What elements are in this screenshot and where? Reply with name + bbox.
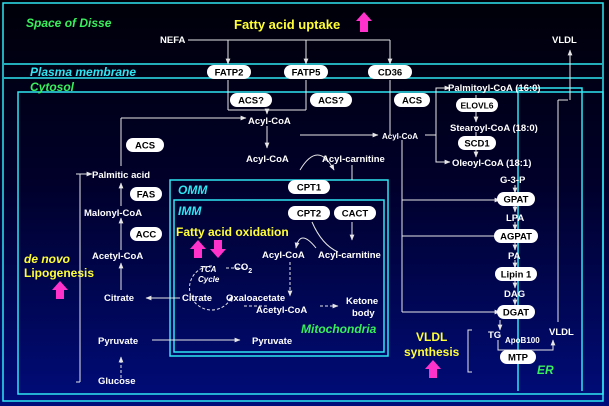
pyruvate-label: Pyruvate [98,336,138,347]
cd36-pill [368,65,412,79]
acyl-coa-mito-label: Acyl-CoA [262,250,305,261]
lpa-label: LPA [506,213,524,224]
pa-label: PA [508,251,521,262]
cytosol-label: Cytosol [30,80,75,94]
elovl6-label: ELOVL6 [460,101,493,111]
tg-label: TG [488,330,501,341]
acs3-pill [394,93,430,107]
fatp2-label: FATP2 [215,68,244,79]
co2-label: CO2 [234,262,252,275]
oleoyl-coa-label: Oleoyl-CoA (18:1) [452,158,531,169]
acs-left-label: ACS [135,141,155,152]
imm-label: IMM [178,204,202,218]
fatp2-pill [207,65,251,79]
er-label: ER [537,363,554,377]
citrate-mito-label: Citrate [182,293,212,304]
vldl-title: VLDL [416,330,447,344]
cact-label: CACT [342,209,369,220]
acyl-coa-top-label: Acyl-CoA [248,116,291,127]
plasma-membrane-label: Plasma membrane [30,65,136,79]
glucose-label: Glucose [98,376,136,387]
stearoyl-coa-label: Stearoyl-CoA (18:0) [450,123,538,134]
acyl-coa-right-label: Acyl-CoA [382,132,418,141]
dgat-label: DGAT [503,308,529,319]
acs1-pill [230,93,272,107]
omm-label: OMM [178,183,208,197]
metabolite-labels: NEFA VLDL Acyl-CoA Acyl-CoA Acyl-CoA Acy… [84,35,577,387]
acc-label: ACC [136,230,157,241]
fatty-acid-oxidation-title: Fatty acid oxidation [176,225,289,239]
ketone-label: Ketone [346,296,378,307]
gpat-pill [497,192,535,206]
mitochondria-label: Mitochondria [301,322,377,336]
acs2-label: ACS? [318,96,344,107]
compartment-borders [2,2,604,402]
omm-border [169,179,389,357]
dag-label: DAG [504,289,525,300]
cycle-label: Cycle [198,275,220,284]
acs1-label: ACS? [238,96,264,107]
dgat-pill [497,305,535,319]
magenta-down-arrow-icon [210,240,226,258]
magenta-up-arrow-icon [356,12,372,32]
cact-pill [334,206,376,220]
lipogenesis-bracket [76,173,80,383]
vldl-er-label: VLDL [549,327,574,338]
cpt2-label: CPT2 [297,209,321,220]
acs2-pill [310,93,352,107]
lipin1-pill [495,267,537,281]
agpat-pill [494,229,538,243]
magenta-up-arrow-icon [52,281,68,299]
fatp5-pill [284,65,328,79]
gpat-label: GPAT [504,195,529,206]
acc-pill [130,227,162,241]
elovl6-pill [456,98,498,112]
agpat-label: AGPAT [500,232,532,243]
tca-label: TCA [200,265,217,274]
fatp5-label: FATP5 [292,68,322,79]
fatty-acid-uptake-title: Fatty acid uptake [234,17,340,32]
vldl-top-label: VLDL [552,35,577,46]
mtp-label: MTP [508,353,529,364]
cpt1-pill [288,180,330,194]
fas-label: FAS [137,190,155,201]
magenta-up-arrow-icon [190,240,206,258]
apob100-label: ApoB100 [505,336,540,345]
citrate-label: Citrate [104,293,134,304]
nefa-label: NEFA [160,35,185,46]
acs-left-pill [126,138,164,152]
lipogenesis-title: Lipogenesis [24,266,94,280]
g3p-label: G-3-P [500,175,526,186]
fas-pill [130,187,162,201]
cytosol-border [17,91,604,395]
space-of-disse-label: Space of Disse [26,16,112,30]
mtp-pill [500,350,536,364]
cd36-label: CD36 [378,68,402,79]
pyruvate-mito-label: Pyruvate [252,336,292,347]
scd1-label: SCD1 [464,139,490,150]
palmitoyl-coa-label: Palmitoyl-CoA (16:0) [448,83,541,94]
magenta-up-arrow-icon [425,360,441,378]
acyl-carnitine-mito-label: Acyl-carnitine [318,250,381,261]
scd1-pill [458,136,496,150]
lipin1-label: Lipin 1 [501,270,532,281]
imm-border [173,199,385,353]
de-novo-title: de novo [24,252,70,266]
synthesis-title: synthesis [404,345,460,359]
acyl-carnitine-label: Acyl-carnitine [322,154,385,165]
oxaloacetate-label: Oxaloacetate [226,293,285,304]
cpt1-label: CPT1 [297,183,322,194]
malonyl-coa-label: Malonyl-CoA [84,208,142,219]
palmitic-acid-label: Palmitic acid [92,170,150,181]
acetyl-coa-mito-label: Acetyl-CoA [256,305,307,316]
acs3-label: ACS [402,96,422,107]
enzyme-group: FATP2 FATP5 CD36 ACS? ACS? ACS ACS ELOVL… [126,65,538,364]
acetyl-coa-label: Acetyl-CoA [92,251,143,262]
cpt2-pill [288,206,330,220]
vldl-bracket [467,329,472,373]
acyl-coa-mid-label: Acyl-CoA [246,154,289,165]
body-label: body [352,308,375,319]
